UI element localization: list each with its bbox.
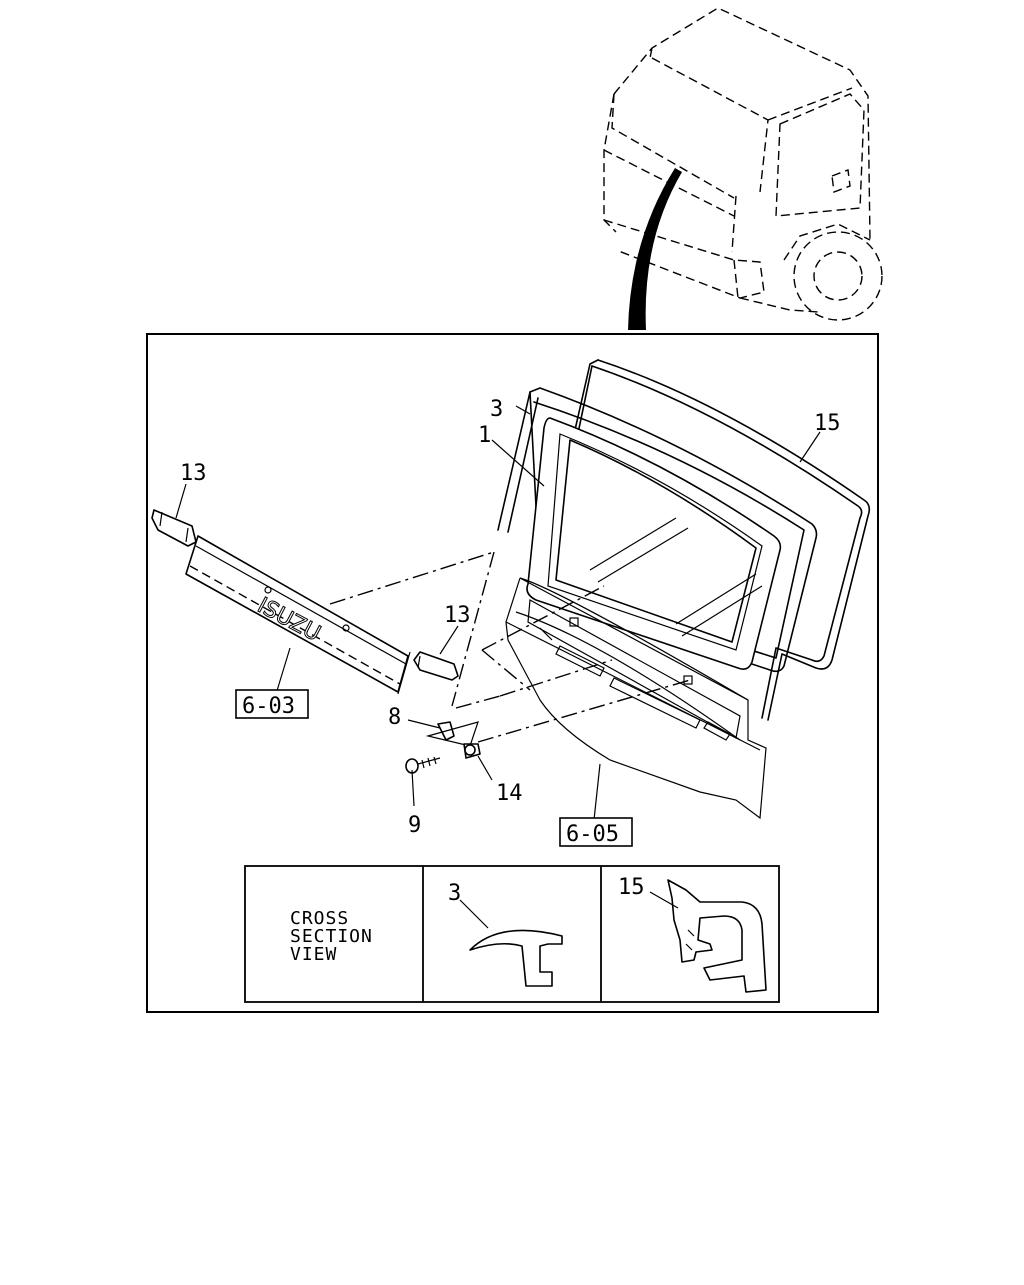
part-1-windshield-glass bbox=[526, 417, 782, 670]
cross-section-title-line2: SECTION bbox=[290, 926, 373, 947]
callout-15: 15 bbox=[814, 411, 841, 436]
callout-8: 8 bbox=[388, 705, 401, 730]
cross-section-label-3: 3 bbox=[448, 881, 461, 906]
callout-13-left: 13 bbox=[180, 461, 207, 486]
callout-3: 3 bbox=[490, 397, 503, 422]
cross-section-table: CROSS SECTION VIEW 3 15 bbox=[244, 865, 780, 1003]
reference-box-6-05: 6-05 bbox=[559, 817, 633, 847]
truck-cab-illustration bbox=[603, 7, 883, 330]
part-8-clip bbox=[425, 721, 479, 747]
callout-14: 14 bbox=[496, 781, 523, 806]
part-13-right-end-cap bbox=[413, 651, 459, 681]
emblem-grille-panel: ISUZU bbox=[185, 535, 411, 695]
cross-section-label-15: 15 bbox=[618, 875, 645, 900]
part-14-fastener bbox=[463, 743, 481, 759]
svg-text:6-03: 6-03 bbox=[242, 694, 295, 719]
part-13-left-end-cap bbox=[151, 509, 197, 547]
callout-leaders bbox=[175, 405, 821, 821]
diagram-frame bbox=[146, 333, 879, 1013]
part-9-screw bbox=[405, 756, 441, 774]
cross-section-title-line3: VIEW bbox=[290, 944, 337, 965]
svg-text:6-05: 6-05 bbox=[566, 822, 619, 847]
assembly-leader-lines bbox=[329, 551, 691, 743]
reference-box-6-03: 6-03 bbox=[235, 689, 309, 719]
callout-13-right: 13 bbox=[444, 603, 471, 628]
callout-9: 9 bbox=[408, 813, 421, 838]
cross-section-title-line1: CROSS bbox=[290, 908, 349, 929]
callout-1: 1 bbox=[478, 423, 491, 448]
